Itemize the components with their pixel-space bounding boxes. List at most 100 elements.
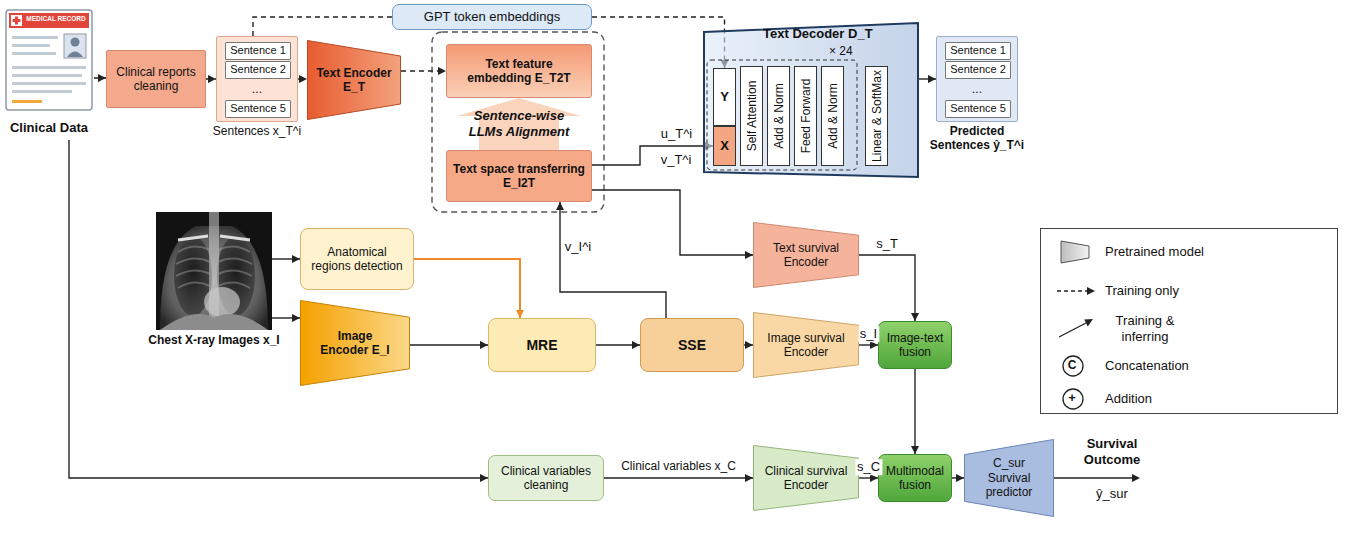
node-text: Linear & SoftMax: [869, 70, 883, 162]
token-slot: X: [713, 126, 736, 166]
transfer-box: Text space transferring E_I2T: [446, 150, 592, 202]
node-text: Image survival Encoder: [762, 331, 850, 360]
connector: [253, 17, 392, 36]
node-text: SSE: [678, 337, 706, 354]
record-line: [12, 82, 86, 85]
concat-sample: [1063, 356, 1083, 376]
xray-ground: [156, 212, 272, 330]
connector-line: [414, 259, 520, 318]
arrowhead: [299, 75, 307, 83]
legend-text: Training only: [1105, 283, 1179, 299]
node-text: Text Encoder E_T: [316, 66, 392, 95]
encoder-block: Image survival Encoder: [753, 312, 859, 378]
add-sample: [1063, 389, 1083, 409]
arrowhead: [292, 314, 300, 322]
record-header: [9, 13, 89, 28]
arrowhead: [745, 474, 753, 482]
xray-image: Chest X-ray Images x_I: [156, 212, 272, 330]
arrowhead: [556, 202, 564, 210]
encoder-block: Clinical survival Encoder: [753, 445, 859, 511]
node-text: Feed Forward: [798, 79, 812, 154]
record-photo-body: [67, 52, 83, 58]
connector: [592, 190, 753, 259]
layer-block: Feed Forward: [794, 66, 817, 166]
label: ...: [972, 82, 982, 96]
edge-label: s_I: [858, 326, 879, 342]
layer-block: Add & Norm: [821, 66, 844, 166]
alignment-group-frame: [432, 32, 604, 212]
connector: [919, 75, 936, 83]
sentence-box: Sentence 2: [225, 61, 291, 79]
arrowhead: [911, 313, 919, 321]
trapezoid-outline: [754, 313, 859, 378]
encoder-block: Text survival Encoder: [753, 222, 859, 288]
node-text: Y: [720, 89, 729, 105]
encoder-block: Text Encoder E_T: [307, 40, 401, 120]
node-text: Add & Norm: [825, 83, 839, 148]
connector-line: [604, 477, 753, 478]
arrowhead: [208, 75, 216, 83]
connector-line: [560, 202, 666, 318]
node-text: Sentence 1: [230, 44, 286, 57]
node-text: Sentence 1: [950, 44, 1006, 57]
layer-block: Linear & SoftMax: [865, 66, 888, 166]
xray-ribs: [176, 246, 252, 288]
edge-label: v_I^i: [563, 239, 593, 255]
node-text: Multimodal fusion: [883, 464, 947, 493]
connector: [272, 314, 300, 322]
connector: [592, 142, 713, 165]
legend-box: Pretrained modelTraining onlyTraining & …: [1040, 228, 1338, 414]
label: C: [1068, 358, 1077, 372]
record-photo-head: [71, 38, 80, 47]
repeat-frame: [707, 60, 857, 170]
arrowhead: [745, 251, 753, 259]
connector: [952, 474, 964, 482]
arrowhead: [911, 446, 919, 454]
connector: [911, 369, 919, 454]
connector: [859, 474, 878, 482]
node-text: MEDICAL RECORD: [23, 16, 89, 23]
node-text: Anatomical regions detection: [306, 245, 408, 274]
node-text: Sentence 2: [950, 63, 1006, 76]
trapezoid-outline: [754, 223, 859, 288]
embedding-box: GPT token embeddings: [392, 4, 592, 30]
arrowhead: [956, 474, 964, 482]
encoder-block: Image Encoder E_I: [300, 300, 410, 386]
record-line: [12, 100, 42, 103]
connector: [298, 75, 307, 83]
connector: [94, 74, 106, 82]
node-text: Sentence 5: [950, 102, 1006, 115]
node-text: Text feature embedding E_T2T: [453, 57, 585, 86]
arrowhead: [1087, 287, 1095, 295]
node-text: Sentences x_T^i: [213, 124, 301, 138]
sentence-box: Sentence 5: [225, 100, 291, 118]
outcome-arrow: [1054, 474, 1140, 482]
connector: [206, 75, 216, 83]
sentence-box: Sentence 1: [945, 42, 1011, 60]
record-page: [6, 10, 92, 110]
node-text: Sentence 2: [230, 63, 286, 76]
label: v_T^i: [661, 152, 692, 168]
arrowhead: [745, 341, 753, 349]
record-cross: [13, 19, 21, 22]
node-text: Image Encoder E_I: [313, 329, 397, 358]
arrowhead: [516, 310, 524, 318]
connector: [69, 140, 488, 482]
decoder-outline: [704, 23, 918, 177]
medical-record-icon: [6, 10, 92, 110]
edge-label: u_T^i: [659, 126, 694, 142]
connector-line: [253, 17, 392, 36]
node-text: × 24: [829, 44, 853, 58]
node-text: Clinical Data: [4, 120, 94, 136]
edge-label: s_T: [874, 236, 900, 252]
record-line: [12, 66, 86, 69]
chest-xray: [156, 212, 272, 330]
xray-clavicle: [178, 236, 250, 240]
legend-text: Addition: [1105, 391, 1152, 407]
legend-text: Training & inferring: [1105, 313, 1185, 344]
record-line: [12, 36, 58, 39]
node-text: Add & Norm: [771, 83, 785, 148]
xray-heart: [204, 287, 240, 317]
sentence-group: Predicted Sentences ŷ_T^iSentence 1Sente…: [936, 36, 1018, 122]
label: ...: [252, 82, 262, 96]
